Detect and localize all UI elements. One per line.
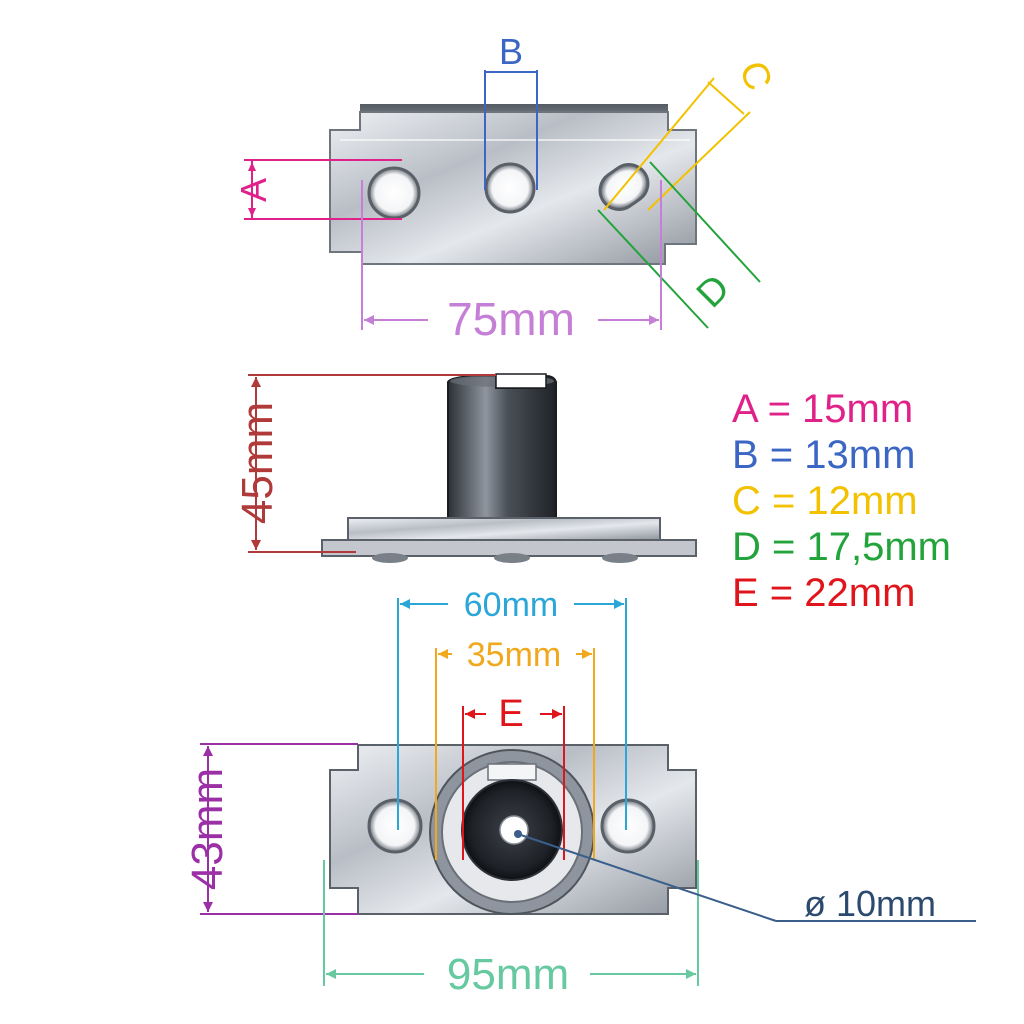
dimension-bottom-outer-width-label: 60mm <box>464 586 558 624</box>
dimension-legend: A = 15mm B = 13mm C = 12mm D = 17,5mm E … <box>732 386 951 616</box>
dimension-bottom-inner-width-label: 35mm <box>467 636 561 674</box>
top-view-plate <box>329 104 697 265</box>
dimension-side-height-label: 45mm <box>233 402 282 524</box>
top-left-hole <box>367 166 421 220</box>
legend-item-a: A = 15mm <box>732 387 914 431</box>
legend-item-e: E = 22mm <box>732 571 916 615</box>
dimension-bottom-outer-width <box>397 598 627 830</box>
bottom-right-hole <box>600 798 656 854</box>
legend-item-d: D = 17,5mm <box>732 525 951 569</box>
legend-item-b: B = 13mm <box>732 433 916 477</box>
dimension-b-label: B <box>499 31 523 72</box>
dimension-hole-diameter-label: ø 10mm <box>804 883 936 924</box>
dimension-a-label: A <box>233 178 274 202</box>
dimension-e <box>462 706 565 860</box>
dimension-a <box>244 159 402 220</box>
dimension-b <box>484 70 538 190</box>
center-hole <box>499 815 529 845</box>
dimension-bottom-inner-width <box>435 648 595 860</box>
dimension-hole-diameter <box>514 830 976 922</box>
dimension-e-label: E <box>498 693 523 735</box>
dimension-bottom-total-width <box>323 860 699 986</box>
side-view-part <box>321 373 697 563</box>
legend-item-c: C = 12mm <box>732 479 918 523</box>
dimension-c-label: C <box>731 56 780 96</box>
dimension-top-width-label: 75mm <box>447 293 575 345</box>
top-center-hole <box>484 162 536 214</box>
dimension-bottom-total-width-label: 95mm <box>447 950 569 999</box>
dimension-side-height <box>248 374 496 553</box>
dimension-d-label: D <box>689 267 738 316</box>
dimension-d <box>597 161 761 329</box>
bottom-view-plate <box>329 744 697 915</box>
dimension-bottom-height <box>200 743 358 915</box>
dimension-c <box>603 77 751 211</box>
bottom-left-hole <box>367 798 423 854</box>
dimension-bottom-height-label: 43mm <box>183 768 232 890</box>
dimension-top-width <box>361 180 662 330</box>
